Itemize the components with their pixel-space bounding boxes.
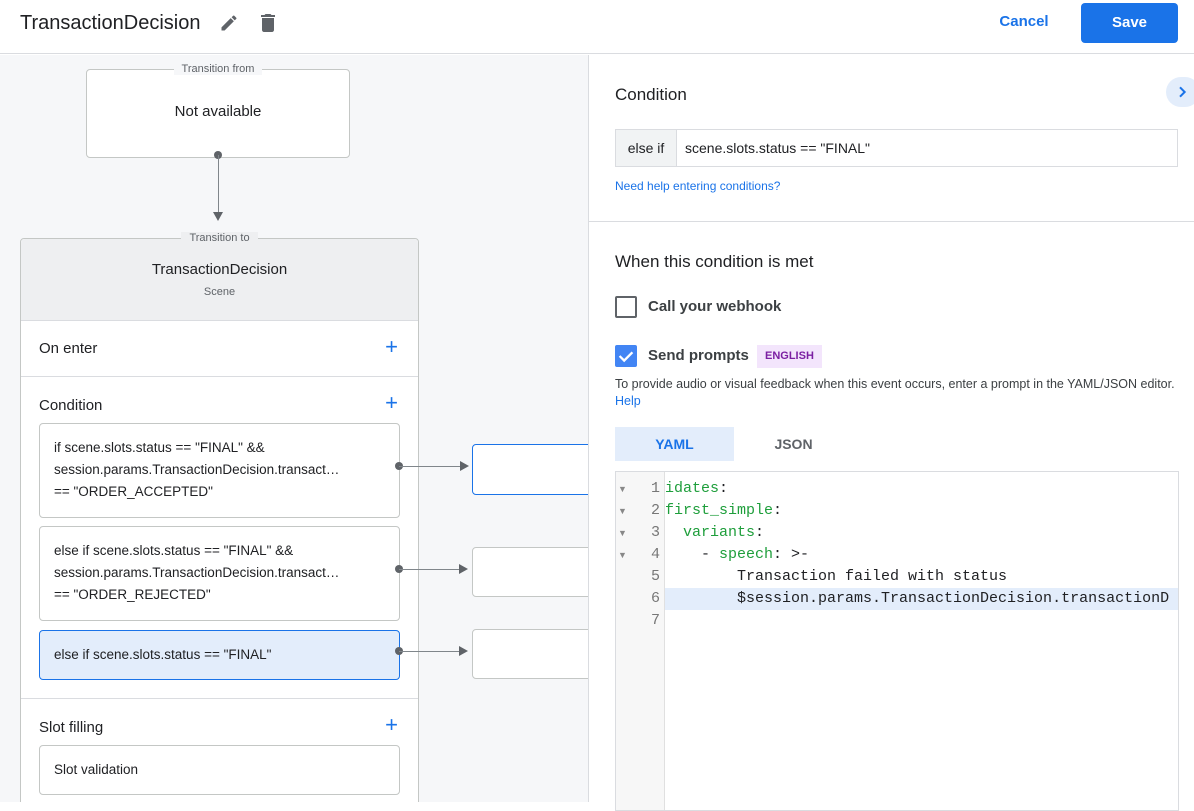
page-title: TransactionDecision bbox=[20, 12, 201, 34]
condition-text: else if scene.slots.status == "FINAL" bbox=[54, 647, 272, 662]
transition-target-box[interactable] bbox=[472, 547, 588, 597]
check-icon bbox=[618, 351, 634, 363]
code-line[interactable]: Transaction failed with status bbox=[665, 568, 1008, 585]
condition-panel: Condition else if scene.slots.status == … bbox=[588, 55, 1194, 811]
transition-from-label: Transition from bbox=[173, 63, 263, 75]
condition-card[interactable]: if scene.slots.status == "FINAL" && sess… bbox=[39, 423, 400, 518]
transition-target-box[interactable] bbox=[472, 629, 588, 679]
connector-line bbox=[399, 466, 461, 467]
slot-validation-card[interactable]: Slot validation bbox=[39, 745, 400, 795]
scene-name: TransactionDecision bbox=[151, 261, 288, 278]
arrow-right-icon bbox=[460, 461, 469, 471]
slot-filling-label: Slot filling bbox=[39, 719, 104, 736]
prompts-label: Send prompts bbox=[648, 347, 749, 364]
editor-gutter bbox=[616, 472, 665, 810]
language-badge: ENGLISH bbox=[757, 345, 822, 368]
flow-canvas: Transition from Not available Transition… bbox=[0, 55, 588, 802]
fold-arrow-icon[interactable]: ▼ bbox=[618, 550, 627, 560]
condition-text: == "ORDER_REJECTED" bbox=[54, 587, 211, 602]
condition-text: else if scene.slots.status == "FINAL" && bbox=[54, 543, 294, 558]
yaml-key: idates bbox=[665, 480, 720, 497]
code-line[interactable] bbox=[665, 610, 1178, 632]
fold-arrow-icon[interactable]: ▼ bbox=[618, 528, 627, 538]
condition-text: == "ORDER_ACCEPTED" bbox=[54, 484, 213, 499]
scene-type: Scene bbox=[203, 286, 236, 298]
condition-card-selected[interactable]: else if scene.slots.status == "FINAL" bbox=[39, 630, 400, 680]
condition-value[interactable]: scene.slots.status == "FINAL" bbox=[685, 140, 871, 156]
condition-prefix: else if bbox=[616, 130, 677, 166]
arrow-down-icon bbox=[213, 212, 223, 221]
transition-from-value: Not available bbox=[174, 103, 262, 120]
scene-header[interactable]: Transition to TransactionDecision Scene bbox=[21, 232, 418, 320]
code-line[interactable]: idates: bbox=[665, 480, 729, 497]
condition-card[interactable]: else if scene.slots.status == "FINAL" &&… bbox=[39, 526, 400, 621]
cancel-button[interactable]: Cancel bbox=[999, 13, 1049, 30]
condition-section: Condition + if scene.slots.status == "FI… bbox=[21, 376, 418, 698]
tab-json[interactable]: JSON bbox=[774, 436, 813, 452]
on-enter-label: On enter bbox=[39, 340, 98, 357]
condition-label: Condition bbox=[39, 397, 103, 414]
condition-text: if scene.slots.status == "FINAL" && bbox=[54, 440, 265, 455]
add-slot-button[interactable]: + bbox=[385, 712, 398, 737]
condition-text: session.params.TransactionDecision.trans… bbox=[54, 565, 340, 580]
add-condition-button[interactable]: + bbox=[385, 390, 398, 415]
on-enter-section: On enter + bbox=[21, 320, 418, 376]
scene-box: Transition to TransactionDecision Scene … bbox=[20, 232, 419, 802]
line-number: 7 bbox=[650, 612, 660, 629]
webhook-label: Call your webhook bbox=[648, 298, 782, 315]
yaml-key: speech bbox=[719, 546, 774, 563]
condition-title: Condition bbox=[615, 85, 687, 104]
code-line[interactable]: variants: bbox=[683, 524, 765, 541]
webhook-checkbox[interactable] bbox=[615, 296, 637, 318]
tab-yaml[interactable]: YAML bbox=[615, 427, 734, 461]
connector-line bbox=[218, 155, 219, 213]
code-line[interactable]: $session.params.TransactionDecision.tran… bbox=[665, 590, 1170, 607]
collapse-panel-button[interactable] bbox=[1166, 77, 1194, 107]
code-line[interactable]: - speech: >- bbox=[665, 546, 810, 563]
connector-line bbox=[399, 569, 459, 570]
fold-arrow-icon[interactable]: ▼ bbox=[618, 484, 627, 494]
prompt-description: To provide audio or visual feedback when… bbox=[615, 377, 1175, 408]
line-number: 3 bbox=[650, 524, 660, 541]
help-link[interactable]: Help bbox=[615, 394, 641, 408]
header: TransactionDecision Cancel Save bbox=[0, 0, 1194, 54]
pencil-icon[interactable] bbox=[219, 13, 239, 33]
line-number: 1 bbox=[650, 480, 660, 497]
fold-arrow-icon[interactable]: ▼ bbox=[618, 506, 627, 516]
divider bbox=[589, 221, 1194, 222]
connector-line bbox=[399, 651, 459, 652]
line-number: 2 bbox=[650, 502, 660, 519]
condition-text: session.params.TransactionDecision.trans… bbox=[54, 462, 340, 477]
code-line[interactable]: first_simple: bbox=[665, 502, 783, 519]
trash-icon[interactable] bbox=[256, 11, 280, 35]
met-title: When this condition is met bbox=[615, 252, 814, 271]
slot-validation-label: Slot validation bbox=[54, 762, 139, 777]
add-on-enter-button[interactable]: + bbox=[385, 334, 398, 359]
arrow-right-icon bbox=[459, 564, 468, 574]
prompts-checkbox[interactable] bbox=[615, 345, 637, 367]
transition-target-box[interactable] bbox=[472, 444, 588, 495]
yaml-editor[interactable]: ▼ 1 idates: ▼ 2 first_simple: ▼ 3 variants: ▼ 4 -… bbox=[615, 471, 1179, 811]
chevron-right-icon bbox=[1179, 86, 1187, 98]
line-number: 5 bbox=[650, 568, 660, 585]
transition-to-label: Transition to bbox=[181, 232, 258, 244]
transition-from-box: Transition from Not available bbox=[86, 63, 350, 158]
save-button[interactable]: Save bbox=[1081, 3, 1178, 43]
line-number: 4 bbox=[650, 546, 660, 563]
slot-filling-section: Slot filling + Slot validation bbox=[21, 698, 418, 802]
highlighted-line bbox=[665, 588, 1178, 610]
yaml-key: variants bbox=[683, 524, 756, 541]
help-conditions-link[interactable]: Need help entering conditions? bbox=[615, 179, 781, 193]
yaml-key: first_simple bbox=[665, 502, 774, 519]
line-number: 6 bbox=[650, 590, 660, 607]
arrow-right-icon bbox=[459, 646, 468, 656]
condition-input[interactable]: else if scene.slots.status == "FINAL" bbox=[615, 129, 1178, 167]
